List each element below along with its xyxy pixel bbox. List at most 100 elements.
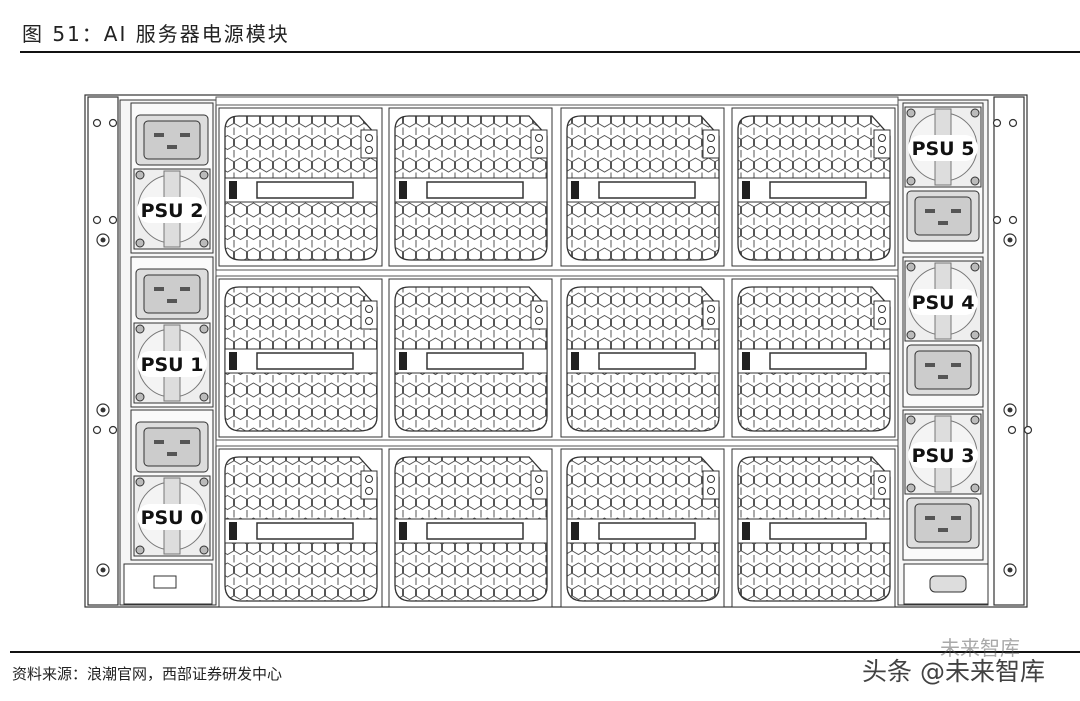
fan-led <box>365 487 373 495</box>
fan-latch <box>399 352 407 370</box>
fan-handle <box>598 181 696 199</box>
fan-latch <box>399 181 407 199</box>
screw <box>970 483 980 493</box>
psu-label-right: PSU 5 <box>912 138 975 160</box>
screw <box>135 392 145 402</box>
mount-hole <box>1008 118 1018 128</box>
mount-hole <box>992 215 1002 225</box>
psu-label-bg <box>908 135 978 161</box>
screw <box>199 238 209 248</box>
socket-pin <box>167 452 177 456</box>
screw <box>970 415 980 425</box>
screw <box>100 237 106 243</box>
screw <box>906 415 916 425</box>
screw <box>199 545 209 555</box>
fan-led <box>365 317 373 325</box>
fan-latch <box>229 181 237 199</box>
left-ear <box>87 96 119 606</box>
psu-label-left: PSU 1 <box>141 354 204 376</box>
right-ear <box>993 96 1025 606</box>
usb-port <box>153 575 177 589</box>
mount-hole <box>108 425 118 435</box>
mount-hole <box>92 425 102 435</box>
fan-led <box>535 305 543 313</box>
fan-led-panel <box>360 300 378 330</box>
fan-led <box>707 317 715 325</box>
watermark-faint: 未来智库 <box>940 636 1020 660</box>
bottom-rule <box>10 651 1080 653</box>
fan-latch <box>571 181 579 199</box>
fan-handle <box>426 522 524 540</box>
fan-handle <box>769 181 867 199</box>
socket-pin <box>154 440 164 444</box>
power-socket <box>143 274 201 314</box>
fan-led <box>535 146 543 154</box>
fan-led <box>707 475 715 483</box>
socket-pin <box>951 363 961 367</box>
psu-label-left: PSU 2 <box>141 200 204 222</box>
screw <box>1007 407 1013 413</box>
psu-label-right: PSU 3 <box>912 445 975 467</box>
fan-led <box>535 134 543 142</box>
socket-pin <box>180 133 190 137</box>
screw <box>135 324 145 334</box>
screw <box>199 324 209 334</box>
fan-latch <box>229 522 237 540</box>
screw <box>135 170 145 180</box>
screw <box>199 392 209 402</box>
fan-led <box>535 317 543 325</box>
fan-handle <box>769 352 867 370</box>
fan-led-panel <box>702 300 720 330</box>
top-rule <box>20 51 1080 53</box>
fan-led-panel <box>873 300 891 330</box>
psu-label-bg <box>137 197 207 223</box>
fan-latch <box>742 522 750 540</box>
fan-led <box>365 146 373 154</box>
screw <box>906 108 916 118</box>
psu-label-bg <box>137 504 207 530</box>
fan-latch <box>742 181 750 199</box>
mount-hole <box>1023 425 1033 435</box>
mount-hole <box>108 118 118 128</box>
figure-title: 图 51：AI 服务器电源模块 <box>22 22 290 46</box>
screw <box>135 238 145 248</box>
fan-led <box>365 475 373 483</box>
fan-led-panel <box>873 470 891 500</box>
row-divider <box>215 269 899 277</box>
socket-pin <box>167 145 177 149</box>
fan-led <box>535 475 543 483</box>
psu-label-left: PSU 0 <box>141 507 204 529</box>
mount-hole <box>1007 425 1017 435</box>
socket-pin <box>938 221 948 225</box>
screw <box>100 407 106 413</box>
screw <box>970 262 980 272</box>
socket-pin <box>938 528 948 532</box>
power-socket <box>143 427 201 467</box>
fan-led-panel <box>530 470 548 500</box>
fan-handle <box>598 352 696 370</box>
screw <box>970 176 980 186</box>
screw <box>199 170 209 180</box>
fan-led <box>878 134 886 142</box>
fan-led-panel <box>702 129 720 159</box>
mount-hole <box>92 118 102 128</box>
fan-led <box>878 146 886 154</box>
fan-led-panel <box>360 470 378 500</box>
screw <box>1007 567 1013 573</box>
fan-handle <box>426 352 524 370</box>
screw <box>906 483 916 493</box>
power-socket <box>143 120 201 160</box>
screw <box>906 330 916 340</box>
socket-pin <box>154 287 164 291</box>
socket-pin <box>938 375 948 379</box>
socket-pin <box>180 287 190 291</box>
fan-led <box>707 134 715 142</box>
fan-handle <box>426 181 524 199</box>
socket-pin <box>925 516 935 520</box>
fan-led <box>878 475 886 483</box>
fan-led <box>707 305 715 313</box>
mount-hole <box>108 215 118 225</box>
mount-hole <box>1008 215 1018 225</box>
fan-handle <box>256 352 354 370</box>
power-socket <box>914 196 972 236</box>
